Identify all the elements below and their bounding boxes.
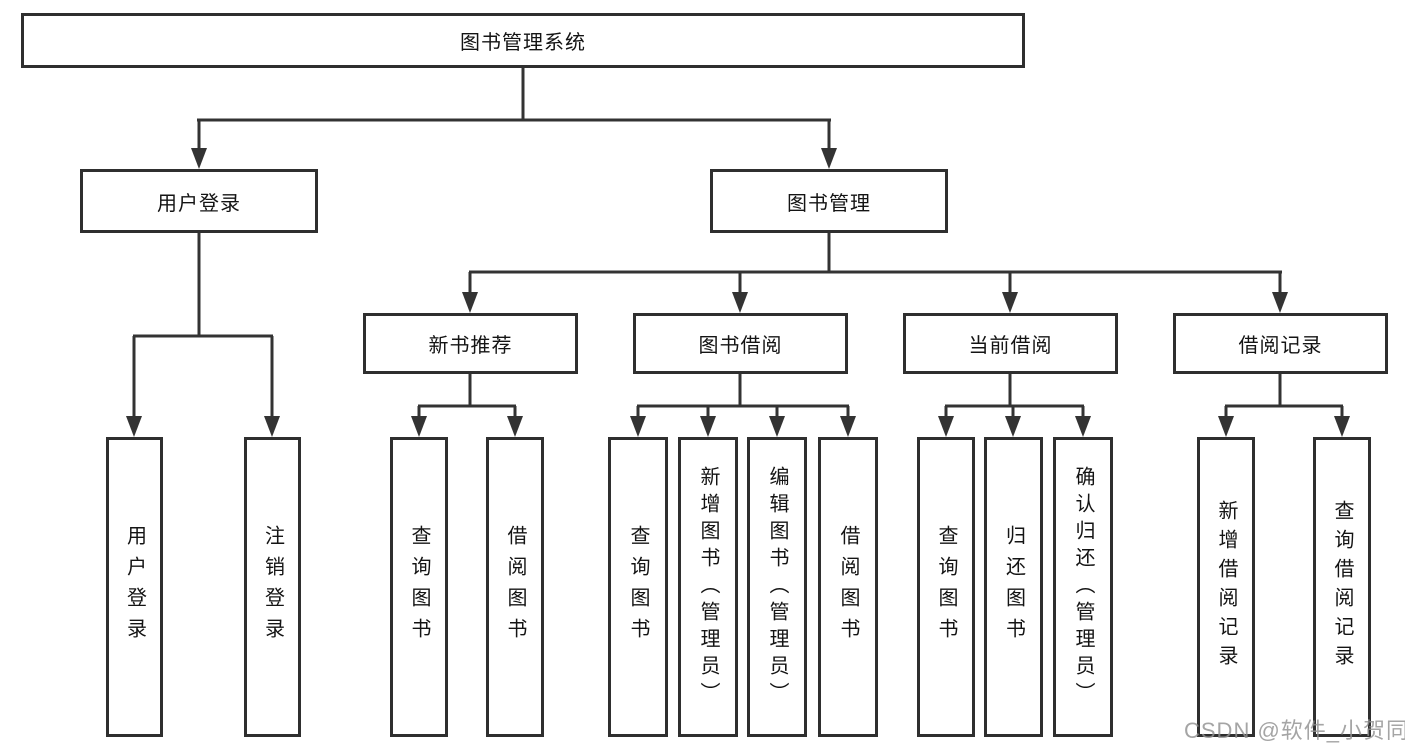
leaf-borrow-edit-books-admin: 编辑图书（管理员）	[747, 437, 807, 737]
leaf-label: 借阅图书	[837, 525, 859, 649]
leaf-label: 查询图书	[627, 525, 649, 649]
leaf-label: 借阅图书	[504, 525, 526, 649]
leaf-current-confirm-return-admin: 确认归还（管理员）	[1053, 437, 1113, 737]
node-library-system: 图书管理系统	[21, 13, 1025, 68]
leaf-records-query-record: 查询借阅记录	[1313, 437, 1371, 737]
connector-current-borrow-to-leaves	[938, 373, 1091, 437]
leaf-logout: 注销登录	[244, 437, 301, 737]
leaf-borrow-borrow-books: 借阅图书	[818, 437, 878, 737]
node-borrow-records: 借阅记录	[1173, 313, 1388, 374]
leaf-newbook-borrow-books: 借阅图书	[486, 437, 544, 737]
leaf-label: 新增图书（管理员）	[697, 465, 719, 709]
leaf-newbook-query-books: 查询图书	[390, 437, 448, 737]
watermark-text: CSDN @软件_小贺同学	[1184, 718, 1405, 743]
node-book-management: 图书管理	[710, 169, 948, 233]
connector-root-to-level2	[191, 66, 837, 169]
node-user-login: 用户登录	[80, 169, 318, 233]
leaf-label: 用户登录	[123, 525, 146, 649]
leaf-current-query-books: 查询图书	[917, 437, 975, 737]
node-label: 用户登录	[157, 192, 241, 215]
leaf-label: 新增借阅记录	[1215, 500, 1237, 674]
leaf-label: 编辑图书（管理员）	[766, 465, 788, 709]
connector-borrow-records-to-leaves	[1218, 373, 1350, 437]
connector-book-borrow-to-leaves	[630, 373, 856, 437]
leaf-current-return-books: 归还图书	[984, 437, 1043, 737]
node-label: 新书推荐	[428, 335, 513, 357]
node-label: 图书借阅	[698, 335, 783, 357]
connector-user-login-to-leaves	[126, 231, 280, 437]
leaf-borrow-query-books: 查询图书	[608, 437, 668, 737]
node-new-book-recommend: 新书推荐	[363, 313, 578, 374]
leaf-label: 查询借阅记录	[1331, 500, 1353, 674]
leaf-user-login: 用户登录	[106, 437, 163, 737]
node-label: 图书管理系统	[460, 32, 586, 54]
leaf-label: 归还图书	[1002, 525, 1025, 649]
leaf-records-add-record: 新增借阅记录	[1197, 437, 1255, 737]
connector-new-book-to-leaves	[411, 373, 523, 437]
leaf-label: 注销登录	[261, 525, 284, 649]
node-current-borrow: 当前借阅	[903, 313, 1118, 374]
node-book-borrow: 图书借阅	[633, 313, 848, 374]
connector-book-management-to-sections	[462, 231, 1288, 313]
node-label: 当前借阅	[968, 335, 1053, 357]
leaf-label: 查询图书	[935, 525, 957, 649]
leaf-label: 确认归还（管理员）	[1072, 465, 1094, 709]
leaf-borrow-add-books-admin: 新增图书（管理员）	[678, 437, 738, 737]
node-label: 图书管理	[787, 192, 871, 215]
leaf-label: 查询图书	[408, 525, 430, 649]
node-label: 借阅记录	[1238, 335, 1323, 357]
